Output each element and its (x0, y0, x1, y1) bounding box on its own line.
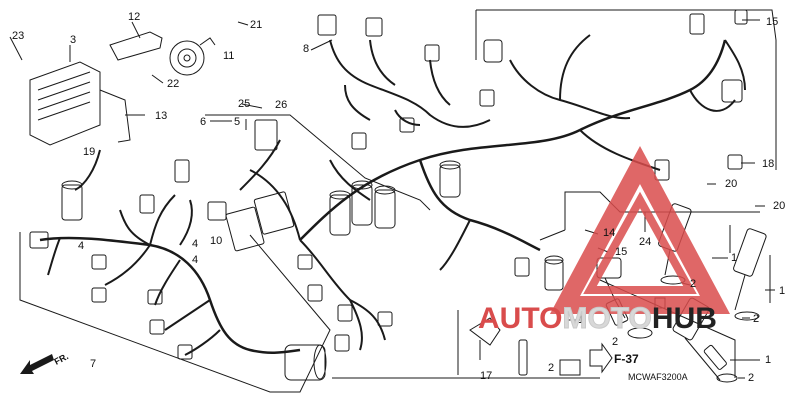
label-18: 18 (762, 158, 775, 170)
label-4c: 4 (78, 240, 85, 252)
group-outline-left (19, 232, 331, 393)
label-23: 23 (12, 30, 25, 42)
regulator-rectifier (29, 61, 131, 146)
watermark-part3: HUB (651, 302, 717, 335)
label-1a: 1 (731, 252, 738, 264)
label-2a: 2 (690, 278, 697, 290)
reference-arrow (589, 342, 613, 374)
watermark-part1: AUTO (478, 302, 563, 335)
ignition-coils-center (329, 160, 461, 236)
harness-left (39, 236, 301, 354)
label-1b: 1 (779, 285, 786, 297)
label-6: 6 (200, 116, 207, 128)
label-13: 13 (155, 110, 168, 122)
bracket-12 (109, 31, 163, 61)
label-7: 7 (90, 358, 97, 370)
reference-label: F-37 (614, 352, 639, 366)
label-2d: 2 (748, 372, 755, 384)
label-2c: 2 (612, 336, 619, 348)
relay-10 (207, 201, 227, 221)
label-11: 11 (223, 50, 235, 62)
label-4b: 4 (192, 254, 199, 266)
harness-trunk-main (299, 39, 727, 241)
label-14: 14 (603, 227, 616, 239)
label-2b: 2 (753, 313, 760, 325)
watermark-text: AUTOMOTOHUB (478, 302, 717, 336)
group-outline-center (205, 114, 431, 211)
horn (169, 37, 216, 76)
label-12: 12 (128, 11, 141, 23)
label-20a: 20 (725, 178, 738, 190)
label-20b: 20 (773, 200, 786, 212)
front-direction-marker: FR. (18, 351, 76, 376)
label-19: 19 (83, 146, 96, 158)
label-10: 10 (210, 235, 223, 247)
label-17: 17 (480, 370, 493, 382)
label-15-mid: 15 (615, 246, 628, 258)
watermark-part2: MOTO (562, 302, 652, 336)
label-2e: 2 (548, 362, 555, 374)
group-outline-right (476, 9, 777, 170)
label-15-top: 15 (766, 16, 779, 28)
label-26: 26 (275, 99, 288, 111)
label-22: 22 (167, 78, 180, 90)
fuse-holder-left (61, 180, 83, 221)
front-arrow-icon (20, 354, 54, 374)
label-25: 25 (238, 98, 251, 110)
diagram-code: MCWAF3200A (628, 372, 688, 382)
label-1c: 1 (578, 314, 585, 326)
starter-relay (284, 344, 327, 381)
label-4a: 4 (192, 238, 199, 250)
label-21: 21 (250, 19, 263, 31)
label-5: 5 (234, 116, 241, 128)
label-1d: 1 (765, 354, 772, 366)
label-3: 3 (70, 34, 77, 46)
label-24: 24 (639, 236, 652, 248)
label-8: 8 (303, 43, 310, 55)
watermark-triangle (549, 145, 731, 314)
